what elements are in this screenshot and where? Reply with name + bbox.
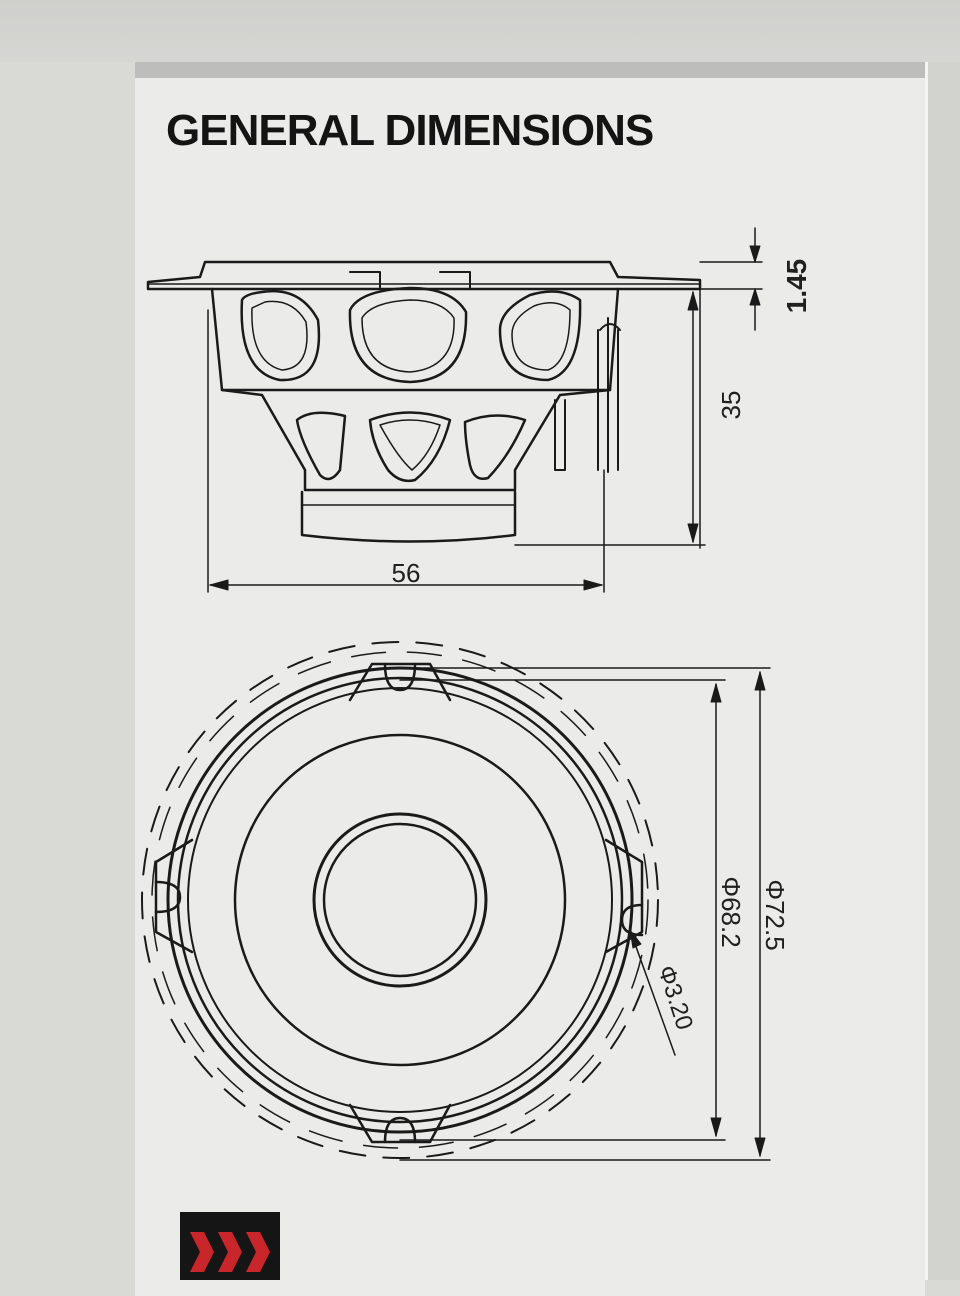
brand-logo <box>180 1212 280 1280</box>
flange-thickness-label: 1.45 <box>781 259 812 314</box>
speaker-top-view <box>141 641 771 1161</box>
background-top <box>0 0 960 62</box>
outer-diameter-label: Φ72.5 <box>760 879 790 950</box>
height-dimension-label: 35 <box>716 391 746 420</box>
mounting-ears <box>154 662 644 1144</box>
inner-diameter-label: Φ68.2 <box>716 876 746 947</box>
page-title: GENERAL DIMENSIONS <box>166 106 654 155</box>
adjacent-page-edge <box>925 62 960 1280</box>
hole-diameter-label: Φ3.20 <box>652 962 698 1033</box>
brand-logo-chevrons-icon <box>190 1232 270 1272</box>
basket-upper-windows <box>240 286 582 384</box>
basket-lower-windows <box>295 411 527 483</box>
width-dimension-label: 56 <box>392 558 421 588</box>
speaker-side-view <box>146 227 763 593</box>
